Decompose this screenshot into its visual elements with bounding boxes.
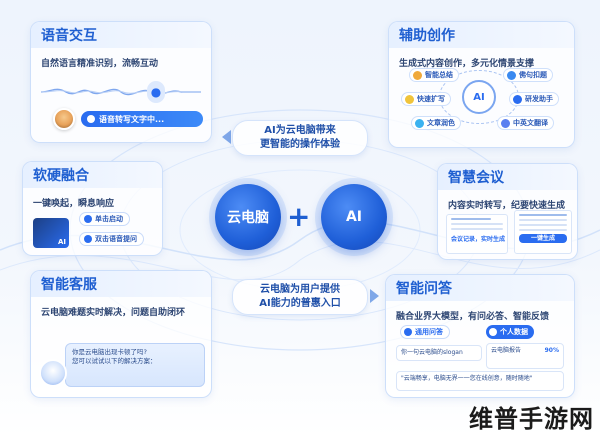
card-title: 智能客服	[31, 271, 211, 297]
chip-label: 快速扩写	[417, 95, 445, 103]
cloud-pc-circle: 云电脑	[215, 184, 281, 250]
generate-button[interactable]: 一键生成	[519, 234, 567, 243]
sound-wave-icon	[41, 88, 201, 96]
card-title: 软硬融合	[23, 162, 162, 188]
card-title: 智慧会议	[438, 164, 577, 190]
summary-icon	[413, 70, 422, 80]
question-box: 你一句云电脑的slogan	[396, 345, 482, 361]
watermark-logo: 维普手游网	[469, 405, 594, 433]
card-title: 语音交互	[31, 22, 211, 48]
card-voice-interaction: 语音交互 自然语言精准识别，流畅互动 ● 语音转写文字中...	[30, 21, 212, 143]
plus-sign: +	[287, 200, 311, 233]
dev-icon	[513, 94, 522, 104]
card-title: 智能问答	[386, 275, 574, 301]
voice-icon	[84, 235, 92, 243]
chip-polish[interactable]: 文章润色	[411, 116, 461, 130]
summary-doc: 一键生成	[514, 210, 572, 254]
chat-bubble: 你是云电脑出现卡顿了吗? 您可以试试以下的解决方案：	[65, 343, 205, 387]
card-hardware-fusion: 软硬融合 一键唤起，瞬息响应 AI 单击启动 双击语音提问	[22, 161, 163, 256]
qa-icon	[404, 328, 412, 336]
ai-circle: AI	[321, 184, 387, 250]
bubble-bottom-line2: AI能力的普惠入口	[259, 298, 341, 309]
bubble-top: AI为云电脑带来 更智能的操作体验	[232, 120, 368, 156]
chip-expand[interactable]: 快速扩写	[401, 92, 451, 106]
button-label: 单击启动	[95, 215, 123, 223]
bubble-top-line1: AI为云电脑带来	[264, 125, 336, 136]
microphone-icon[interactable]: ●	[147, 81, 165, 103]
panel-title: 云电脑报告	[491, 347, 522, 354]
chip-topic[interactable]: 佛句扣题	[503, 68, 553, 82]
user-avatar	[53, 108, 75, 130]
card-subtitle: 云电脑难题实时解决，问题自助闭环	[41, 308, 186, 318]
single-click-button[interactable]: 单击启动	[79, 212, 130, 226]
chip-label: 佛句扣题	[519, 71, 547, 79]
chip-dev-assistant[interactable]: 研发助手	[509, 92, 559, 106]
card-smart-service: 智能客服 云电脑难题实时解决，问题自助闭环 你是云电脑出现卡顿了吗? 您可以试试…	[30, 270, 212, 398]
robot-icon	[39, 359, 67, 387]
user-icon	[489, 328, 497, 336]
bubble-bottom: 云电脑为用户提供 AI能力的普惠入口	[232, 279, 368, 315]
polish-icon	[415, 118, 424, 128]
translate-icon	[501, 118, 510, 128]
arrow-left-icon	[222, 130, 231, 144]
transcription-text: 语音转写文字中...	[99, 114, 165, 124]
card-subtitle: 一键唤起，瞬息响应	[33, 199, 115, 209]
question-text: 你一句云电脑的slogan	[401, 349, 463, 356]
chip-label: 文章润色	[427, 119, 455, 127]
cloud-pc-label: 云电脑	[227, 210, 269, 226]
card-subtitle: 内容实时转写，纪要快速生成	[448, 201, 566, 211]
expand-icon	[405, 94, 414, 104]
tab-general-qa[interactable]: 通用问答	[400, 325, 450, 339]
chat-line2: 您可以试试以下的解决方案：	[72, 357, 157, 365]
tab-personal-data[interactable]: 个人数据	[486, 325, 534, 339]
meeting-doc: 会议记录，实时生成	[446, 214, 508, 254]
ai-core-label: AI	[473, 91, 485, 103]
bubble-top-line2: 更智能的操作体验	[260, 139, 340, 150]
tab-label: 通用问答	[415, 328, 443, 336]
chip-translate[interactable]: 中英文翻译	[497, 116, 554, 130]
card-smart-qa: 智能问答 融合业界大模型，有问必答、智能反馈 通用问答 个人数据 你一句云电脑的…	[385, 274, 575, 398]
chat-line1: 你是云电脑出现卡顿了吗?	[72, 348, 147, 356]
card-smart-meeting: 智慧会议 内容实时转写，纪要快速生成 会议记录，实时生成 一键生成	[437, 163, 578, 260]
click-icon	[84, 215, 92, 223]
doc-label: 会议记录，实时生成	[451, 236, 506, 243]
ai-core-icon: AI	[462, 80, 496, 114]
device-label: AI	[57, 238, 66, 246]
ai-label: AI	[345, 209, 363, 225]
button-label: 双击语音提问	[95, 235, 137, 243]
tab-label: 个人数据	[500, 328, 528, 336]
chip-label: 中英文翻译	[513, 119, 548, 127]
card-subtitle: 自然语言精准识别，流畅互动	[41, 59, 159, 69]
double-click-button[interactable]: 双击语音提问	[79, 232, 144, 246]
card-title: 辅助创作	[389, 22, 574, 48]
card-assisted-creation: 辅助创作 生成式内容创作，多元化情景支撑 AI 智能总结 佛句扣题 快速扩写 研…	[388, 21, 575, 148]
arrow-right-icon	[370, 289, 379, 303]
panel-pct: 90%	[544, 347, 559, 354]
chip-label: 智能总结	[425, 71, 453, 79]
keyboard-device-icon: AI	[33, 218, 69, 248]
answer-text: "云端畅享，电脑无界一一您在线创意，随时随地"	[401, 375, 533, 382]
record-icon	[87, 115, 95, 123]
chip-label: 研发助手	[525, 95, 553, 103]
bubble-bottom-line1: 云电脑为用户提供	[260, 284, 340, 295]
topic-icon	[507, 70, 516, 80]
card-subtitle: 生成式内容创作，多元化情景支撑	[399, 59, 535, 69]
report-panel: 云电脑报告 90%	[486, 343, 564, 369]
answer-box: "云端畅享，电脑无界一一您在线创意，随时随地"	[396, 371, 564, 391]
card-subtitle: 融合业界大模型，有问必答、智能反馈	[396, 312, 550, 322]
chip-summary[interactable]: 智能总结	[409, 68, 459, 82]
transcription-pill: 语音转写文字中...	[81, 111, 203, 127]
